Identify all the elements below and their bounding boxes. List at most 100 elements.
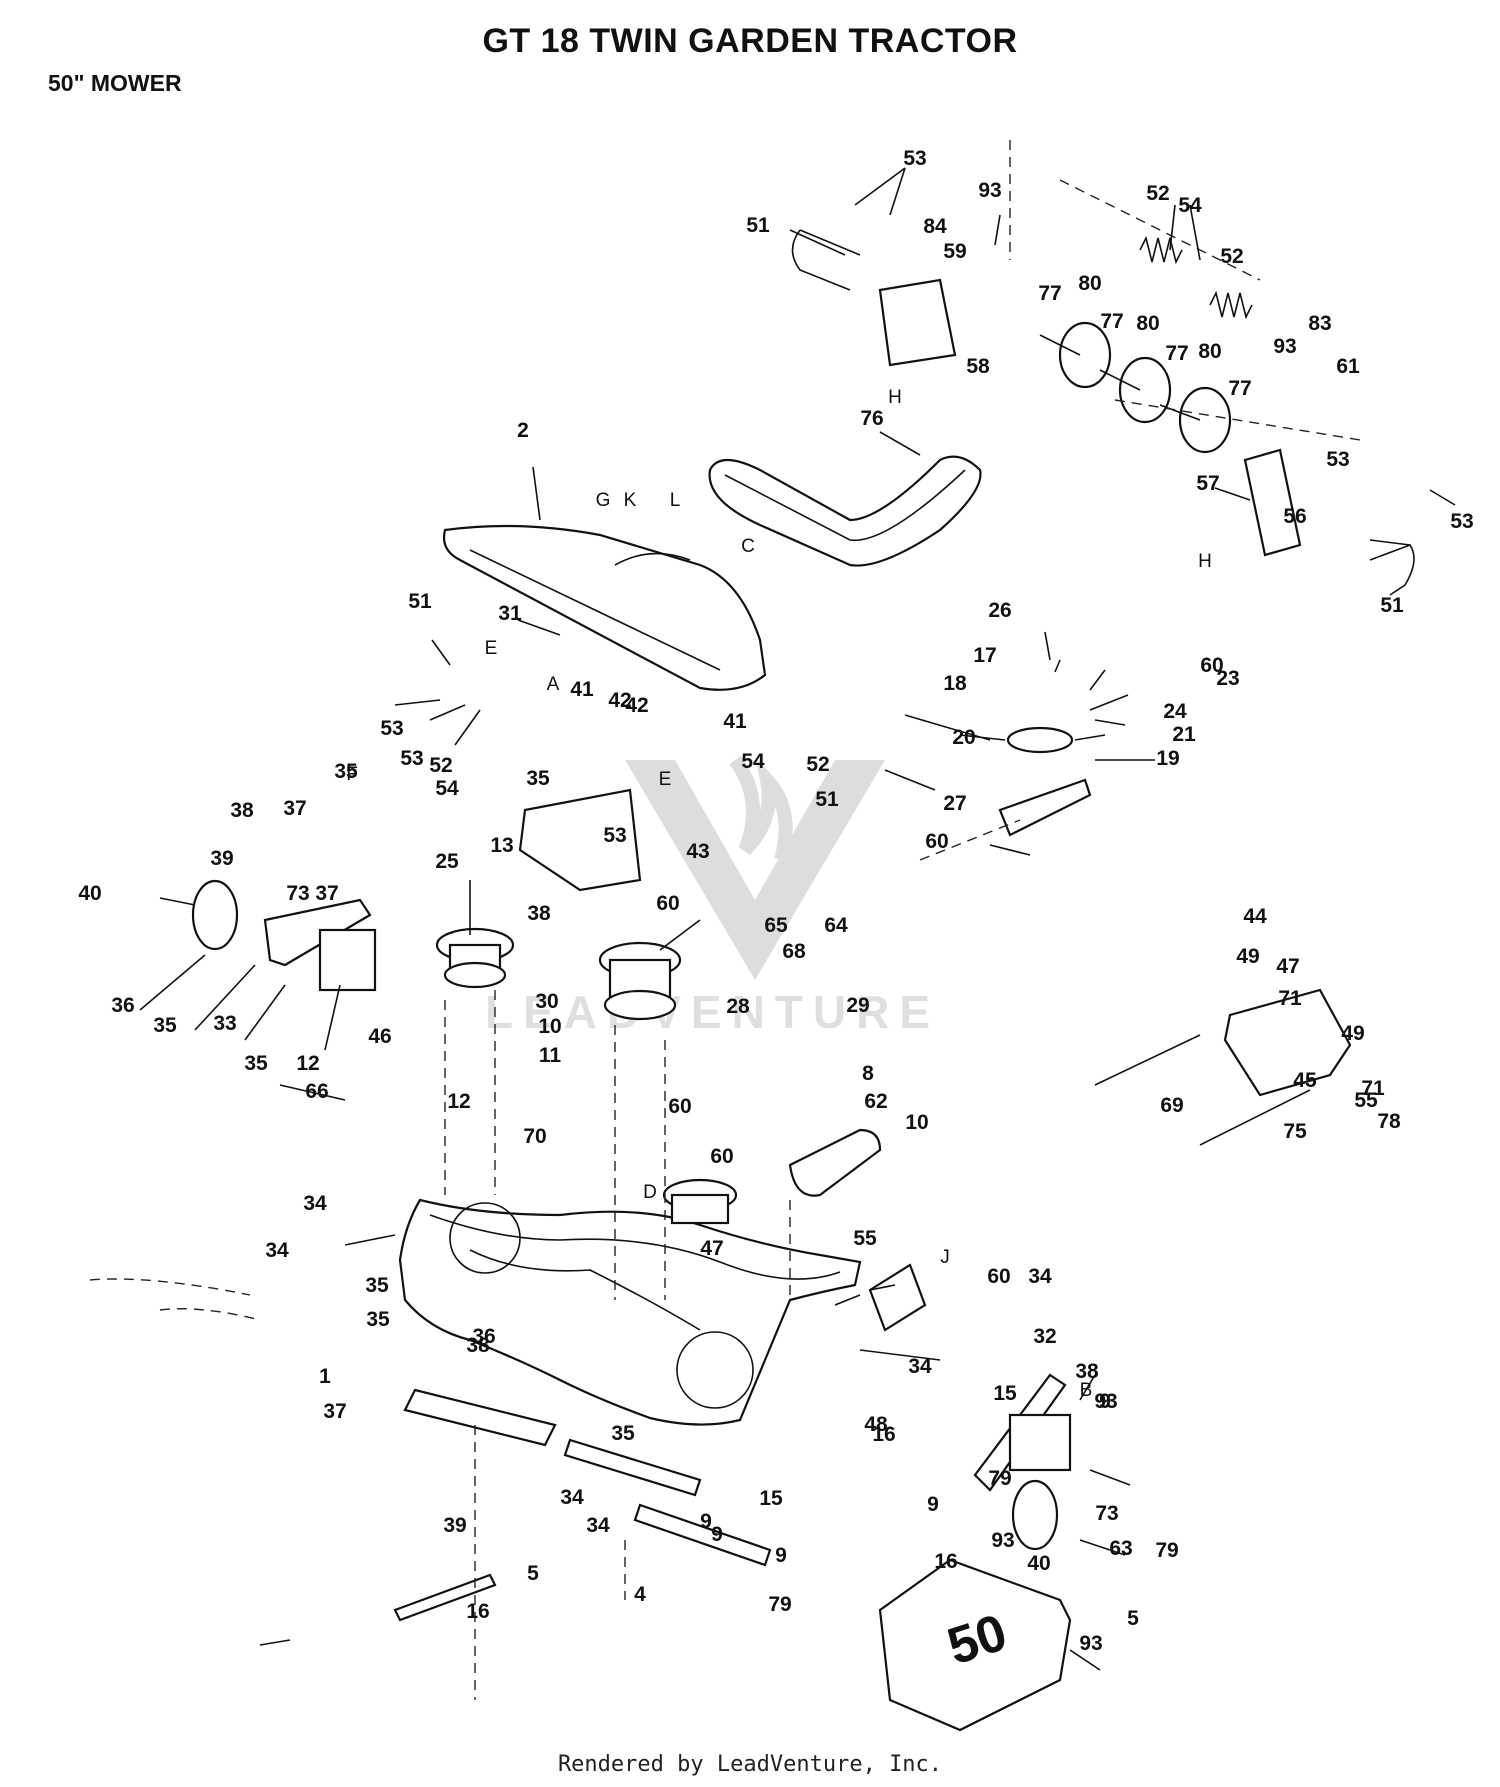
callout-label: 28 bbox=[726, 995, 750, 1018]
callout-label: 77 bbox=[1038, 282, 1061, 305]
callout-label: 51 bbox=[746, 214, 770, 237]
callout-label: 39 bbox=[443, 1514, 466, 1537]
callout-label: 35 bbox=[611, 1422, 635, 1445]
callout-label: 77 bbox=[1228, 377, 1251, 400]
callout-label: 37 bbox=[283, 797, 306, 820]
callout-label: 24 bbox=[1163, 700, 1187, 723]
idler-pulley-stack bbox=[1039, 321, 1232, 454]
callout-label: 35 bbox=[244, 1052, 268, 1075]
callout-label: 5 bbox=[1127, 1607, 1139, 1630]
callout-label: 9 bbox=[927, 1493, 939, 1516]
callout-label: 41 bbox=[723, 710, 747, 733]
callout-label: 34 bbox=[586, 1514, 610, 1537]
callout-label: 38 bbox=[230, 799, 254, 822]
callout-label: 47 bbox=[1276, 955, 1299, 978]
callout-label: 62 bbox=[864, 1090, 887, 1113]
callout-label: 12 bbox=[296, 1052, 319, 1075]
callout-label: 52 bbox=[806, 753, 829, 776]
callout-label: 56 bbox=[1283, 505, 1306, 528]
callout-label: 53 bbox=[380, 717, 403, 740]
callout-label: 17 bbox=[973, 644, 996, 667]
u-bolt-top bbox=[791, 229, 861, 291]
callout-label: 23 bbox=[1216, 667, 1239, 690]
callout-label: 59 bbox=[943, 240, 966, 263]
idler-bracket-right bbox=[1243, 448, 1302, 557]
callout-label: 54 bbox=[741, 750, 765, 773]
spacer-bar bbox=[393, 1573, 497, 1622]
callout-label: 34 bbox=[560, 1486, 584, 1509]
callout-label: 1 bbox=[319, 1365, 331, 1388]
callout-label: 60 bbox=[668, 1095, 691, 1118]
u-bolt-right bbox=[1369, 539, 1415, 596]
callout-label: B bbox=[1080, 1380, 1093, 1401]
shield-plate bbox=[868, 1263, 927, 1332]
callout-label: 60 bbox=[656, 892, 679, 915]
callout-label: 42 bbox=[608, 689, 631, 712]
callout-label: 73 bbox=[1095, 1502, 1118, 1525]
callout-label: 75 bbox=[1283, 1120, 1307, 1143]
leader-lines bbox=[139, 167, 1456, 1671]
callout-label: D bbox=[643, 1182, 657, 1203]
callout-label: 32 bbox=[1033, 1325, 1056, 1348]
deck-bracket bbox=[518, 788, 642, 892]
callout-label: 16 bbox=[872, 1423, 895, 1446]
page-subtitle: 50" MOWER bbox=[48, 70, 182, 96]
callout-label: 35 bbox=[153, 1014, 177, 1037]
idler-arm bbox=[788, 1128, 882, 1197]
callout-label: 46 bbox=[368, 1025, 391, 1048]
blade-left bbox=[403, 1388, 557, 1447]
callout-label: 8 bbox=[862, 1062, 874, 1085]
callout-label: 60 bbox=[710, 1145, 733, 1168]
callout-label: 71 bbox=[1278, 987, 1302, 1010]
callout-label: 52 bbox=[1220, 245, 1243, 268]
callout-label: 4 bbox=[634, 1583, 646, 1606]
blade-center bbox=[563, 1438, 702, 1497]
callout-label: 66 bbox=[305, 1080, 328, 1103]
callout-label: 93 bbox=[1094, 1390, 1117, 1413]
gauge-bracket-right bbox=[1008, 1413, 1072, 1472]
callout-label: J bbox=[940, 1247, 950, 1268]
callout-label: 77 bbox=[1165, 342, 1188, 365]
callout-label: 12 bbox=[447, 1090, 470, 1113]
callout-label: 53 bbox=[1450, 510, 1473, 533]
spindle-pulley-center bbox=[598, 941, 682, 1021]
callout-label: 80 bbox=[1136, 312, 1159, 335]
callout-label: 93 bbox=[978, 179, 1001, 202]
callout-label: 57 bbox=[1196, 472, 1219, 495]
callout-label: 84 bbox=[923, 215, 947, 238]
callout-label: 41 bbox=[570, 678, 594, 701]
callout-label: 9 bbox=[700, 1510, 712, 1533]
callout-label: 83 bbox=[1308, 312, 1331, 335]
callout-label: 47 bbox=[700, 1237, 723, 1260]
callout-label: 35 bbox=[334, 760, 358, 783]
left-belt-guides bbox=[89, 1278, 261, 1321]
callout-label: 34 bbox=[303, 1192, 327, 1215]
callout-label: 70 bbox=[523, 1125, 546, 1148]
callout-label: 38 bbox=[527, 902, 551, 925]
callout-label: 49 bbox=[1341, 1022, 1364, 1045]
callout-label: 53 bbox=[603, 824, 626, 847]
callout-label: 77 bbox=[1100, 310, 1123, 333]
callout-label: 58 bbox=[966, 355, 990, 378]
callout-label: 19 bbox=[1156, 747, 1179, 770]
callout-label: 44 bbox=[1243, 905, 1267, 928]
callout-label: 45 bbox=[1293, 1069, 1317, 1092]
callout-label: 61 bbox=[1336, 355, 1360, 378]
callout-label: 20 bbox=[952, 726, 975, 749]
callout-label: 9 bbox=[1099, 1390, 1111, 1413]
callout-label: 93 bbox=[1079, 1632, 1102, 1655]
callout-label: E bbox=[659, 769, 672, 790]
watermark-logo-icon bbox=[625, 755, 885, 980]
callout-label: 29 bbox=[846, 994, 869, 1017]
callout-label: 39 bbox=[210, 847, 233, 870]
gauge-bracket-left bbox=[318, 928, 377, 992]
spindle-pulley-left bbox=[435, 927, 515, 989]
callout-label: 60 bbox=[1200, 654, 1223, 677]
callout-label: 60 bbox=[925, 830, 948, 853]
callout-label: 79 bbox=[988, 1467, 1011, 1490]
callout-label: 53 bbox=[400, 747, 423, 770]
callout-label: 33 bbox=[213, 1012, 236, 1035]
callout-label: 15 bbox=[993, 1382, 1017, 1405]
gauge-wheel-left bbox=[191, 879, 239, 951]
